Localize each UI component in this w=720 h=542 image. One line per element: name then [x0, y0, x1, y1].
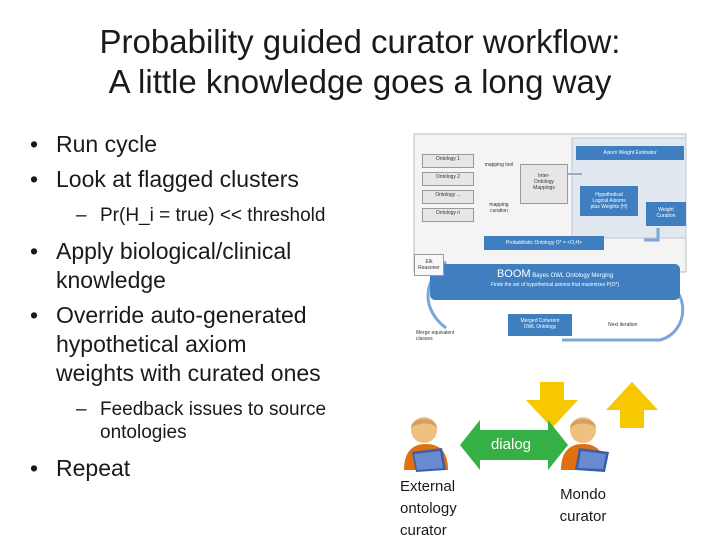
bullet-override-line-3: weights with curated ones	[56, 360, 321, 386]
inter-ontology-line-3: Mappings	[533, 185, 555, 191]
sub-bullet-feedback: Feedback issues to source ontologies	[76, 398, 375, 444]
weight-curation-line-1: Weight	[658, 207, 674, 213]
inter-ontology-line-1: Inter-	[538, 173, 550, 179]
boom-word: BOOM	[496, 268, 531, 280]
mondo-caption-line-2: curator	[559, 508, 607, 525]
double-headed-arrow-icon	[460, 420, 568, 470]
elk-line-2: Reasoner	[418, 265, 440, 271]
sub-bullet-threshold: Pr(H_i = true) << threshold	[76, 204, 375, 227]
bullet-run-cycle: Run cycle	[30, 130, 375, 159]
boom-subtitle: Finds the set of hypothetical axioms tha…	[490, 282, 620, 288]
hypothetical-line-2: Logical Axioms	[592, 198, 626, 204]
next-iteration-label: Next iteration	[608, 322, 638, 328]
elk-line-1: Elk	[425, 259, 433, 265]
weight-curation-box: Weight Curation	[646, 202, 686, 226]
external-caption-line-1: External	[400, 478, 456, 495]
inter-ontology-line-2: Ontology	[533, 179, 554, 185]
sub-bullet-feedback-line-1: Feedback issues to source	[100, 399, 327, 420]
mondo-caption-line-1: Mondo	[560, 486, 606, 503]
merged-line-1: Merged Coherent	[520, 318, 560, 324]
bullet-list: Run cycle Look at flagged clusters Pr(H_…	[30, 130, 375, 483]
merge-line-2: classes	[416, 336, 433, 342]
down-arrow-icon	[526, 382, 578, 428]
bullet-apply-knowledge: Apply biological/clinical knowledge	[30, 237, 375, 295]
person-with-book-icon	[404, 417, 448, 472]
merge-classes-label: Merge equivalent classes	[416, 330, 462, 342]
hypothetical-line-3: plus Weights (H)	[590, 204, 628, 210]
merge-line-1: Merge equivalent	[416, 330, 455, 336]
dialog-label: dialog	[490, 436, 532, 453]
weight-curation-line-2: Curation	[656, 213, 676, 219]
ontology-n-box: Ontology n	[422, 208, 474, 222]
person-with-book-icon	[561, 417, 609, 472]
bullet-look-flagged: Look at flagged clusters	[30, 165, 375, 194]
bullet-apply-line-2: knowledge	[56, 267, 166, 293]
slide-title: Probability guided curator workflow: A l…	[20, 22, 700, 102]
boom-box: BOOM Bayes OWL Ontology Merging Finds th…	[434, 268, 676, 289]
bullet-override-line-2: hypothetical axiom	[56, 331, 247, 357]
merged-ontology-box: Merged Coherent OWL Ontology	[508, 314, 572, 336]
bullet-repeat: Repeat	[30, 454, 375, 483]
sub-bullet-feedback-line-2: ontologies	[100, 422, 187, 443]
ontology-2-box: Ontology 2	[422, 172, 474, 186]
bullet-override-line-1: Override auto-generated	[56, 302, 307, 328]
external-caption-line-2: ontology	[400, 500, 457, 517]
external-curator-caption: External ontology curator	[400, 476, 480, 542]
external-caption-line-3: curator	[400, 522, 447, 539]
mapping-curation-label: mapping curation	[489, 202, 509, 214]
boom-rest: Bayes OWL Ontology Merging	[530, 273, 614, 279]
title-line-1: Probability guided curator workflow:	[99, 23, 621, 60]
bullet-apply-line-1: Apply biological/clinical	[56, 238, 292, 264]
elk-reasoner-box: Elk Reasoner	[414, 254, 444, 276]
boom-title: BOOM Bayes OWL Ontology Merging	[434, 268, 676, 282]
inter-ontology-mappings-box: Inter- Ontology Mappings	[520, 164, 568, 204]
hypothetical-axioms-box: Hypothetical Logical Axioms plus Weights…	[580, 186, 638, 216]
merged-line-2: OWL Ontology	[523, 324, 557, 330]
ontology-1-box: Ontology 1	[422, 154, 474, 168]
up-arrow-icon	[606, 382, 658, 428]
axiom-weight-estimator-box: Axiom Weight Estimator	[576, 146, 684, 160]
hypothetical-line-1: Hypothetical	[595, 192, 623, 198]
probabilistic-ontology-box: Probabilistic Ontology O* = <O,H>	[484, 236, 604, 250]
mondo-curator-caption: Mondo curator	[548, 484, 618, 528]
mapping-tool-label: mapping tool	[484, 162, 514, 168]
bullet-override-weights: Override auto-generated hypothetical axi…	[30, 301, 375, 388]
title-line-2: A little knowledge goes a long way	[108, 63, 612, 100]
workflow-diagram: Ontology 1 Ontology 2 Ontology ... Ontol…	[412, 132, 692, 354]
ontology-dots-box: Ontology ...	[422, 190, 474, 204]
